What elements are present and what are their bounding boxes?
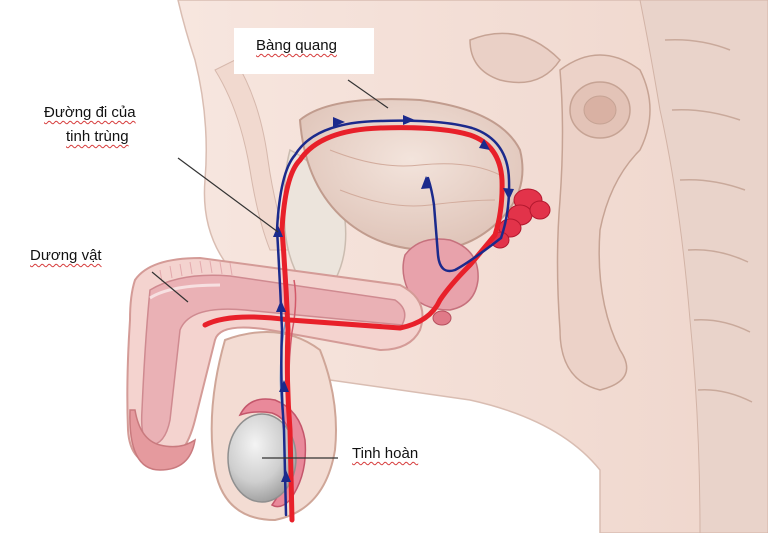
bladder-label: Bàng quang bbox=[256, 36, 337, 56]
testis-label-box: Tinh hoàn bbox=[338, 432, 466, 484]
sperm-path-label-line1: Đường đi của bbox=[44, 103, 136, 123]
bulbourethral-gland bbox=[433, 311, 451, 325]
penis-label: Dương vật bbox=[30, 246, 102, 266]
bladder-label-box: Bàng quang bbox=[234, 28, 374, 74]
sperm-path-label-line2: tinh trùng bbox=[66, 127, 129, 147]
testis-label: Tinh hoàn bbox=[352, 444, 418, 464]
